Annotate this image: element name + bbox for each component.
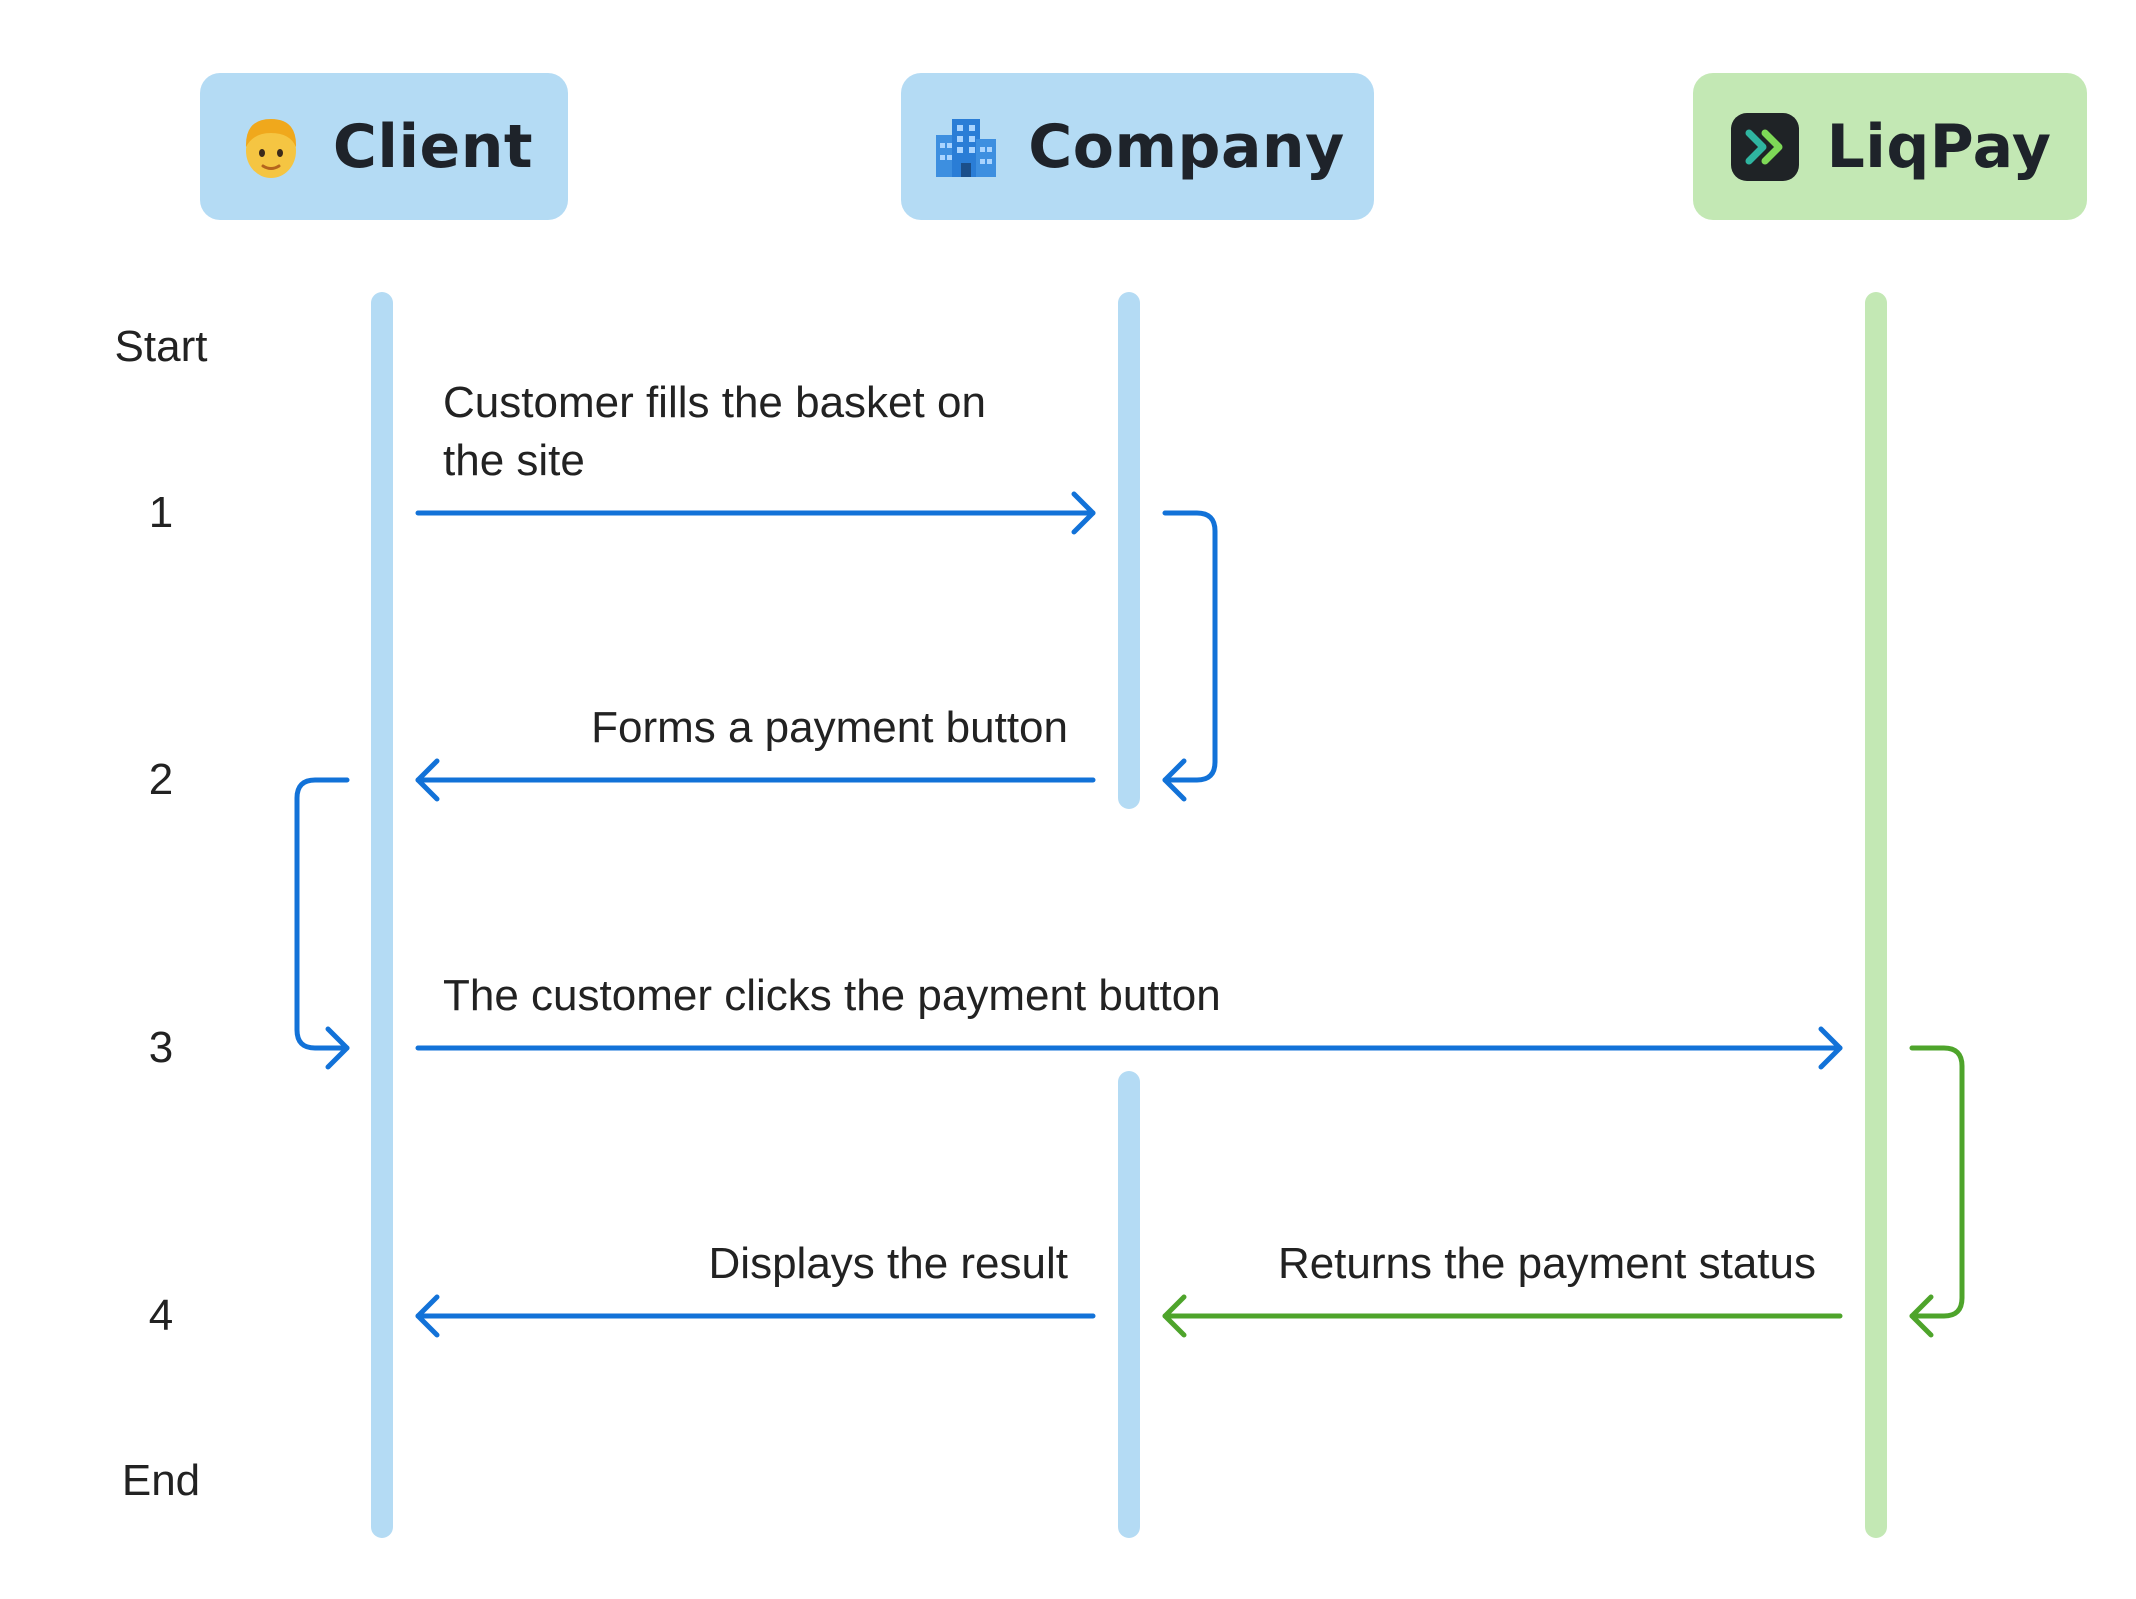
message-fills-basket-line2: the site — [443, 436, 585, 485]
message-fills-basket: Customer fills the basket on the site — [443, 374, 986, 490]
step-end-label: End — [121, 1456, 201, 1505]
arrow-forms-button — [415, 758, 1096, 802]
arrow-company-self — [1162, 510, 1218, 802]
step-2-label: 2 — [148, 755, 174, 804]
step-3-label: 3 — [148, 1023, 174, 1072]
actor-company-label: Company — [1028, 111, 1345, 182]
message-clicks-button: The customer clicks the payment button — [443, 971, 1221, 1020]
step-1-label: 1 — [148, 488, 174, 537]
arrow-fills-basket — [415, 491, 1096, 535]
arrow-clicks-button — [415, 1026, 1843, 1070]
step-start-label: Start — [114, 322, 208, 371]
actor-liqpay: LiqPay — [1693, 73, 2087, 220]
liqpay-logo-icon — [1730, 112, 1799, 181]
person-icon — [245, 118, 296, 178]
message-fills-basket-line1: Customer fills the basket on — [443, 378, 986, 427]
message-returns-status: Returns the payment status — [1277, 1239, 1816, 1288]
actor-client-label: Client — [332, 111, 534, 182]
step-4-label: 4 — [148, 1291, 174, 1340]
actor-client: Client — [200, 73, 568, 220]
message-displays-result: Displays the result — [708, 1239, 1068, 1288]
arrow-client-self — [294, 777, 350, 1070]
arrow-displays-result — [415, 1294, 1096, 1338]
actor-liqpay-label: LiqPay — [1826, 111, 2052, 182]
arrow-liqpay-self — [1909, 1045, 1965, 1338]
building-icon — [936, 118, 997, 177]
arrow-returns-status — [1162, 1294, 1843, 1338]
message-forms-button: Forms a payment button — [591, 703, 1068, 752]
actor-company: Company — [901, 73, 1374, 220]
